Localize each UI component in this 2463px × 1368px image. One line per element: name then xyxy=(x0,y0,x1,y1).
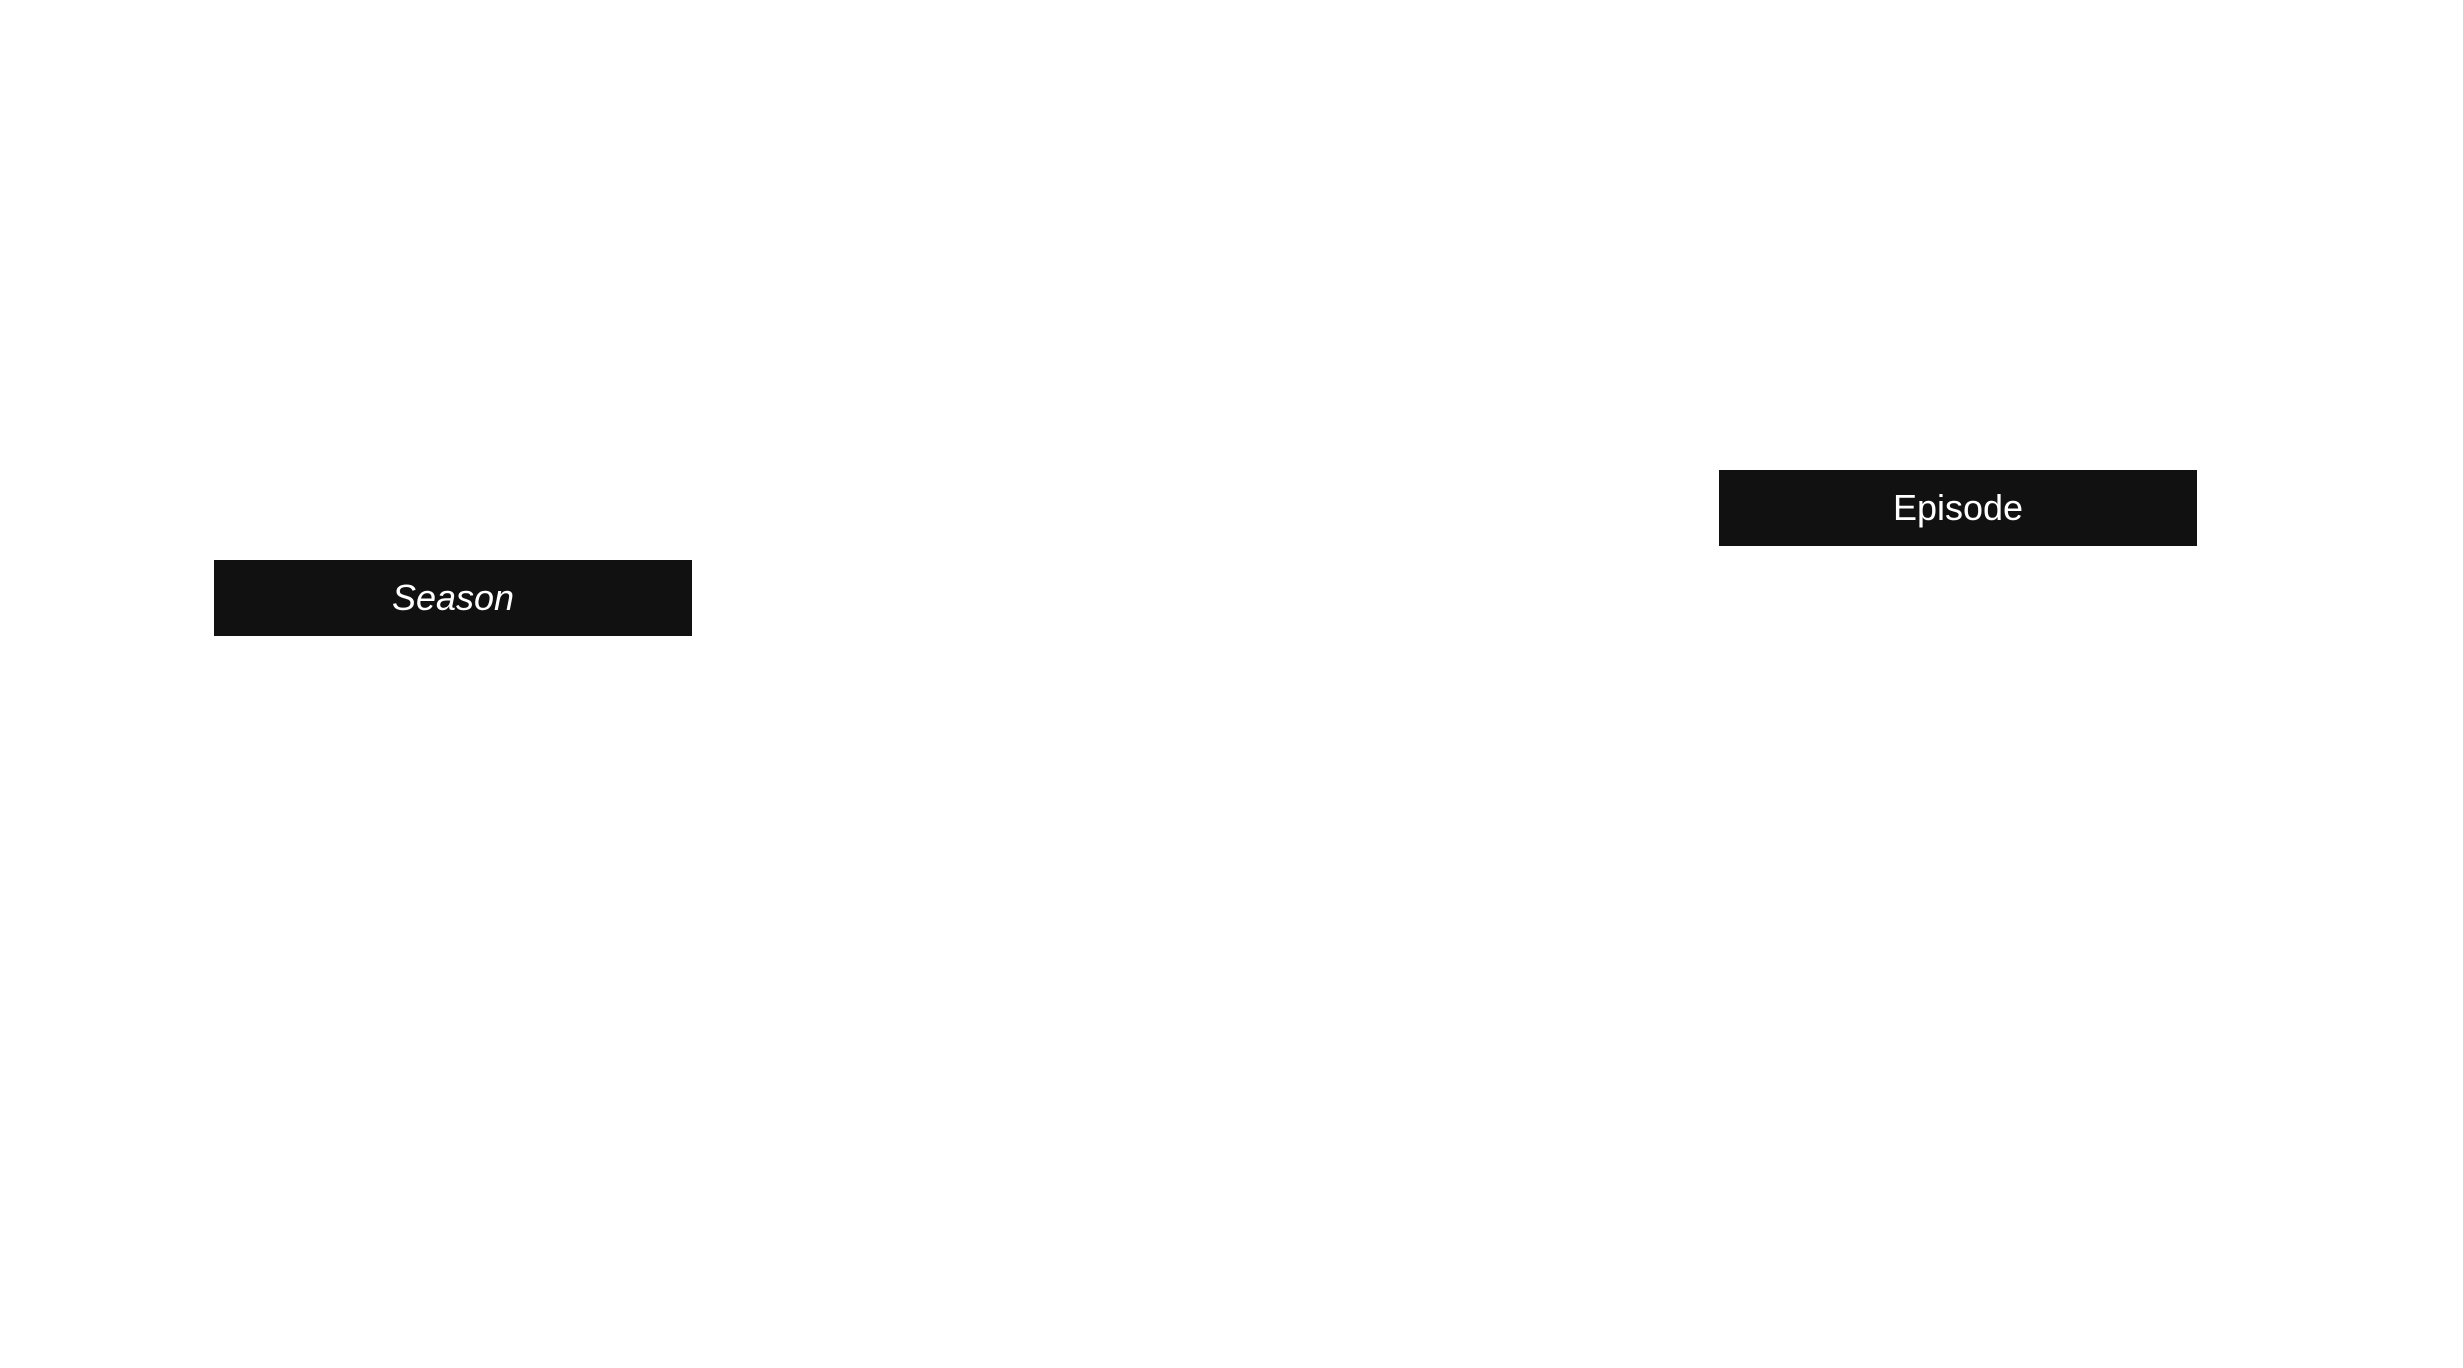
season-label-text: Season xyxy=(391,577,515,618)
episode-label-text: Episode xyxy=(1892,487,2024,528)
season-label: Season xyxy=(214,560,692,636)
episode-label: Episode xyxy=(1719,470,2197,546)
